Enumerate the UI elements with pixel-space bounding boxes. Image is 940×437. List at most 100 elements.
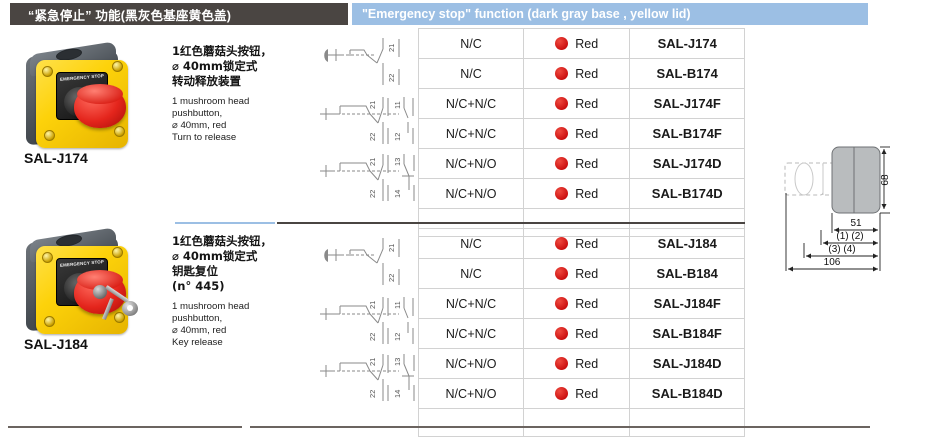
- color-label: Red: [575, 36, 599, 51]
- red-dot-icon: [555, 356, 569, 370]
- cell-contact-config: N/C+N/C: [418, 288, 524, 319]
- table-row-empty: [418, 408, 745, 437]
- cell-product-code: SAL-B184F: [629, 318, 745, 349]
- description-block-2: 1红色蘑菇头按钮，⌀ 40mm锁定式钥匙复位(n° 445) 1 mushroo…: [172, 234, 312, 349]
- dimension-drawing: 68 51 (1) (2) (3) (4): [780, 135, 932, 280]
- cell-contact-config: N/C: [418, 258, 524, 289]
- cell-product-code: SAL-J184D: [629, 348, 745, 379]
- red-dot-icon: [555, 266, 569, 280]
- dim-label-34: (3) (4): [828, 244, 855, 255]
- red-dot-icon: [555, 296, 569, 310]
- contact-number: 22: [387, 74, 396, 82]
- red-dot-icon: [555, 326, 569, 340]
- header-title-chinese: “紧急停止” 功能(黑灰色基座黄色盖): [28, 8, 232, 23]
- description-block-1: 1红色蘑菇头按钮，⌀ 40mm锁定式转动释放装置 1 mushroom head…: [172, 44, 312, 144]
- cell-product-code: SAL-B184D: [629, 378, 745, 409]
- screw-icon: [42, 252, 53, 263]
- red-dot-icon: [555, 36, 569, 50]
- svg-text:13: 13: [393, 158, 402, 166]
- description-chinese-1: 1红色蘑菇头按钮，⌀ 40mm锁定式转动释放装置: [172, 44, 273, 88]
- bottom-rule-right: [250, 426, 870, 428]
- cell-contact-config: N/C: [418, 58, 524, 89]
- cell-contact-config: N/C+N/O: [418, 178, 524, 209]
- contact-diagram-1-1: 21 22: [322, 36, 417, 88]
- svg-text:21: 21: [387, 244, 396, 252]
- description-chinese-2: 1红色蘑菇头按钮，⌀ 40mm锁定式钥匙复位(n° 445): [172, 234, 273, 293]
- cell-color: Red: [522, 88, 631, 119]
- cell-product-code: SAL-B184: [629, 258, 745, 289]
- red-dot-icon: [555, 386, 569, 400]
- svg-text:14: 14: [393, 390, 402, 398]
- dim-total: 106: [824, 257, 841, 268]
- table-row: N/C+N/O Red SAL-J174D: [418, 148, 745, 179]
- table-row: N/C+N/O Red SAL-B174D: [418, 178, 745, 209]
- product-code-1: SAL-J174: [24, 150, 88, 166]
- header-band-english: "Emergency stop" function (dark gray bas…: [352, 3, 868, 25]
- color-label: Red: [575, 66, 599, 81]
- cell-product-code: SAL-J174: [629, 28, 745, 59]
- svg-text:13: 13: [393, 358, 402, 366]
- cell-product-code: SAL-B174: [629, 58, 745, 89]
- key-lock-icon: [93, 285, 107, 299]
- cell-empty: [522, 408, 631, 437]
- cell-empty: [629, 408, 745, 437]
- color-label: Red: [575, 96, 599, 111]
- table-row: N/C Red SAL-B174: [418, 58, 745, 89]
- screw-icon: [42, 66, 53, 77]
- mushroom-button-top-icon: [77, 84, 123, 104]
- color-label: Red: [575, 326, 599, 341]
- screw-icon: [44, 316, 55, 327]
- cell-product-code: SAL-J174D: [629, 148, 745, 179]
- color-label: Red: [575, 386, 599, 401]
- red-dot-icon: [555, 236, 569, 250]
- cell-contact-config: N/C+N/O: [418, 148, 524, 179]
- dim-height: 68: [880, 174, 891, 186]
- svg-text:22: 22: [368, 133, 377, 141]
- group-divider-blue: [175, 222, 275, 224]
- red-dot-icon: [555, 66, 569, 80]
- svg-text:21: 21: [368, 158, 377, 166]
- header-band-chinese: “紧急停止” 功能(黑灰色基座黄色盖): [10, 3, 348, 25]
- product-code-2: SAL-J184: [24, 336, 88, 352]
- svg-text:21: 21: [368, 101, 377, 109]
- screw-icon: [112, 61, 123, 72]
- cell-product-code: SAL-B174D: [629, 178, 745, 209]
- color-label: Red: [575, 356, 599, 371]
- screw-icon: [114, 312, 125, 323]
- cell-contact-config: N/C+N/C: [418, 318, 524, 349]
- svg-text:14: 14: [393, 190, 402, 198]
- color-label: Red: [575, 236, 599, 251]
- svg-text:21: 21: [368, 301, 377, 309]
- svg-text:22: 22: [387, 274, 396, 282]
- svg-text:12: 12: [393, 333, 402, 341]
- key-bow-icon: [122, 301, 138, 316]
- color-label: Red: [575, 156, 599, 171]
- cell-product-code: SAL-J184F: [629, 288, 745, 319]
- screw-icon: [112, 247, 123, 258]
- cell-contact-config: N/C+N/C: [418, 118, 524, 149]
- cell-color: Red: [522, 148, 631, 179]
- contact-diagram-2-1: 21 22: [322, 236, 417, 288]
- color-label: Red: [575, 186, 599, 201]
- cell-product-code: SAL-J174F: [629, 88, 745, 119]
- svg-text:21: 21: [368, 358, 377, 366]
- cell-product-code: SAL-J184: [629, 228, 745, 259]
- cell-color: Red: [522, 28, 631, 59]
- product-photo-block-1: EMERGENCY STOP SAL-J174: [8, 41, 158, 166]
- dim-width-body: 51: [850, 218, 862, 229]
- contact-diagram-2-2: 21 22 11 12: [318, 295, 418, 347]
- red-dot-icon: [555, 126, 569, 140]
- svg-text:12: 12: [393, 133, 402, 141]
- cell-color: Red: [522, 178, 631, 209]
- cell-color: Red: [522, 318, 631, 349]
